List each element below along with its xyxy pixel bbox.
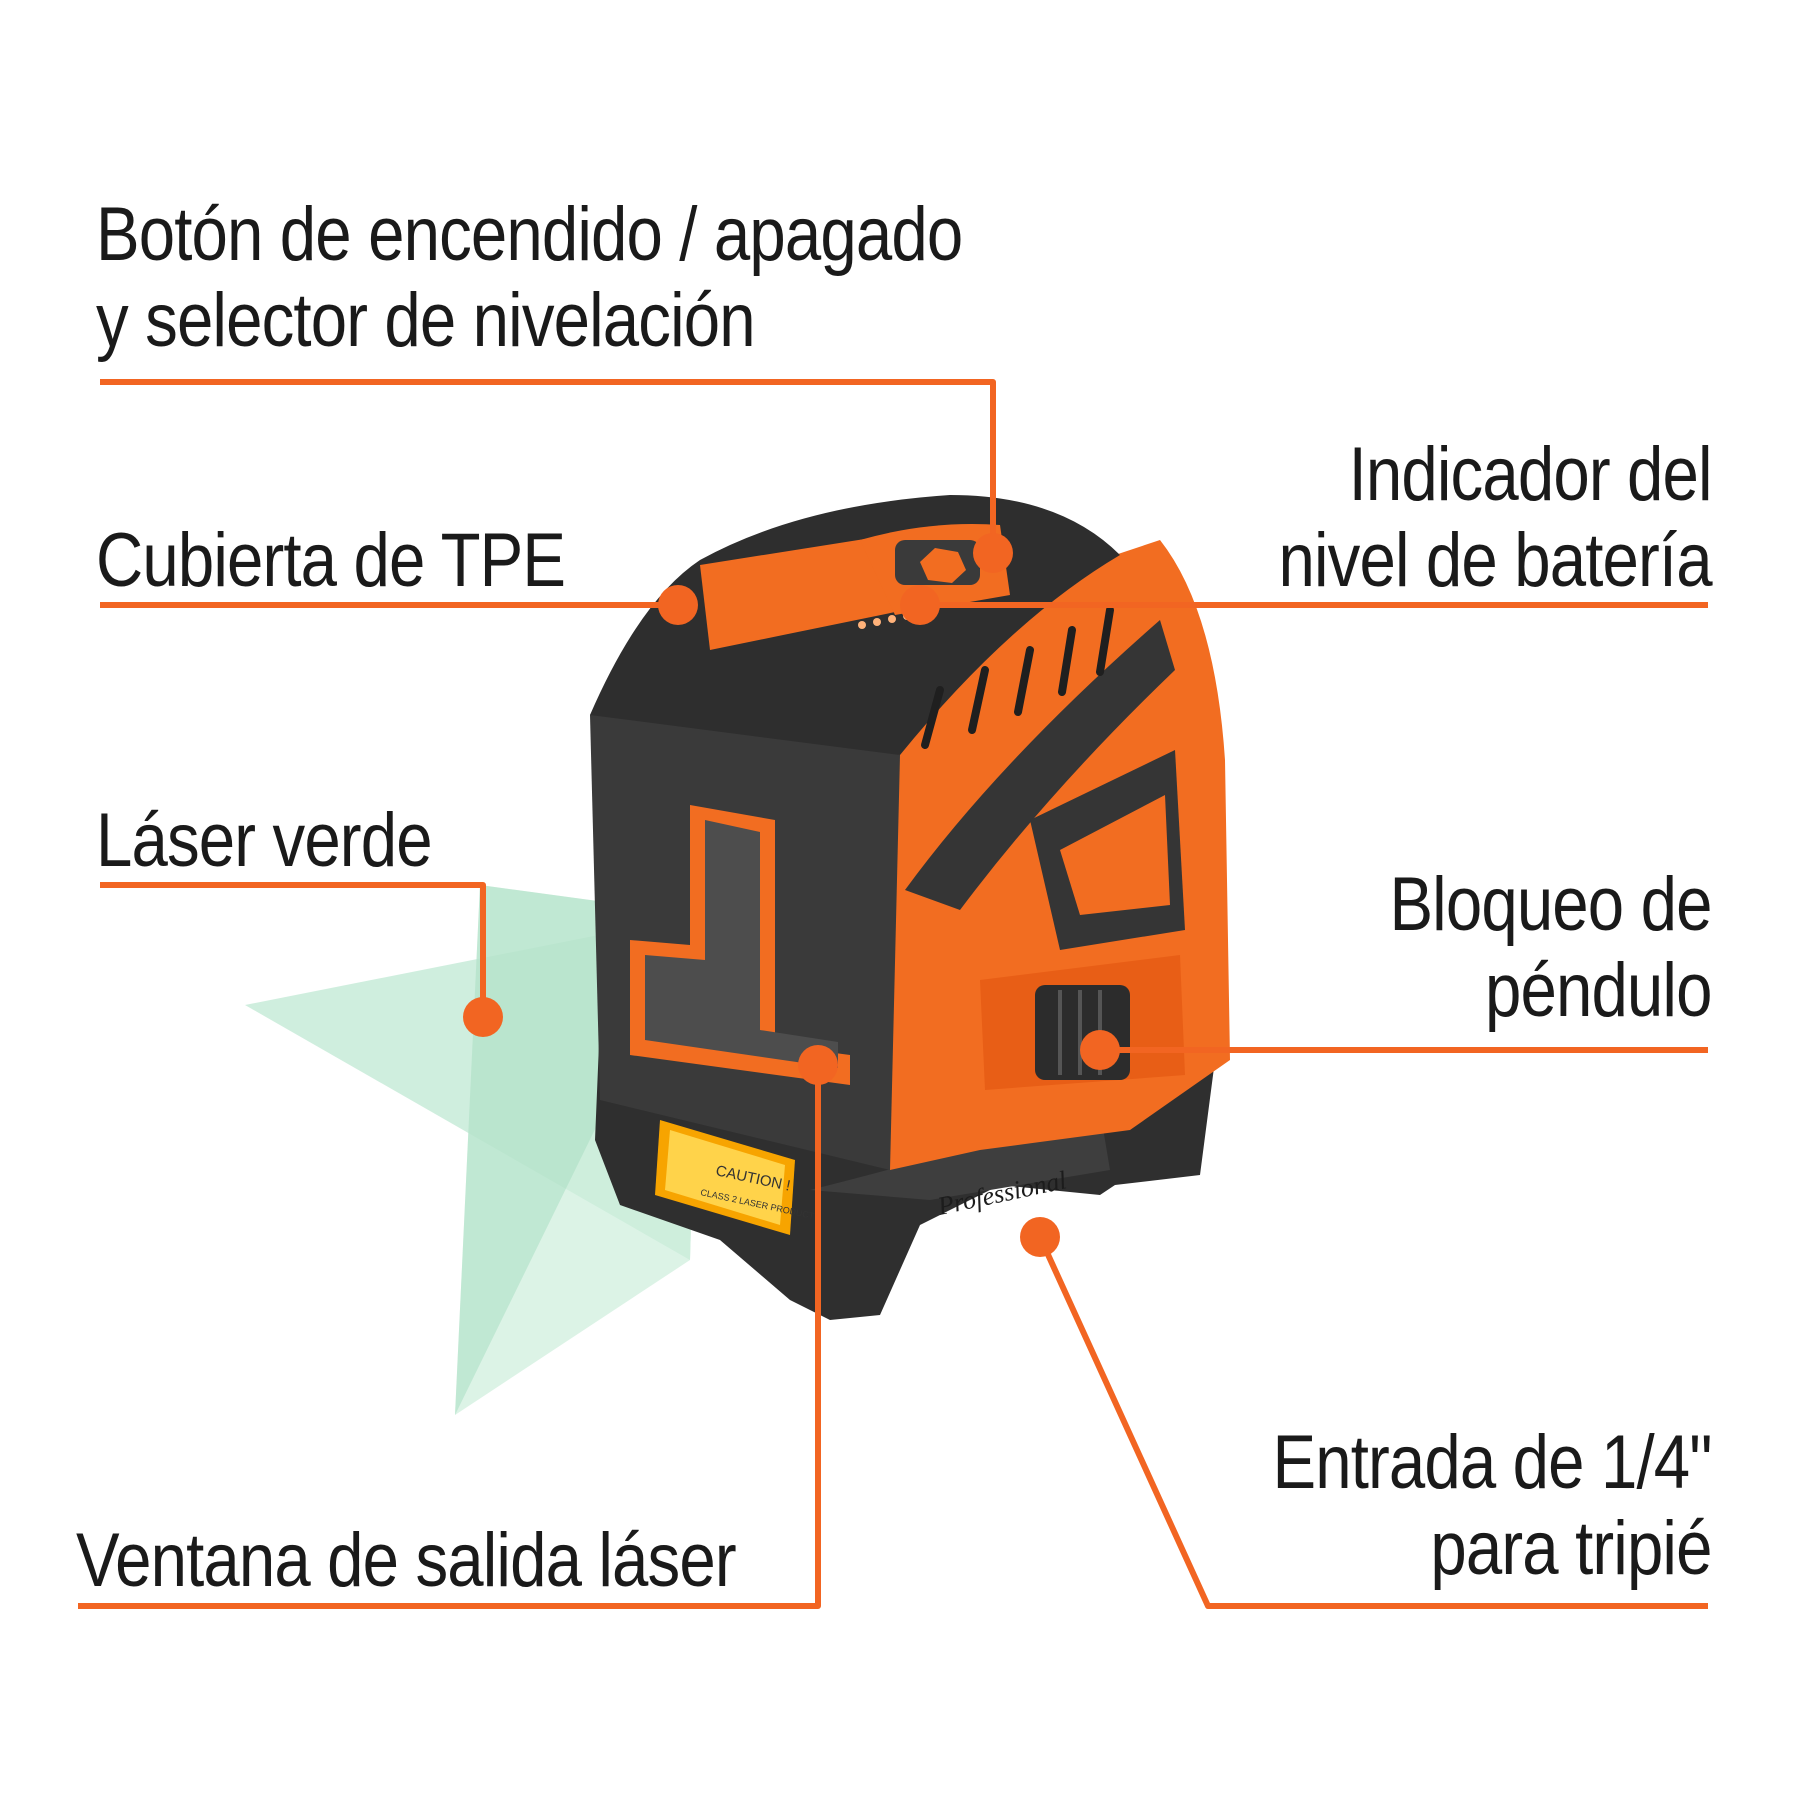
label-tpe-cover: Cubierta de TPE (96, 518, 566, 604)
line-power-button (100, 379, 996, 548)
pendulum-lock-switch (1035, 985, 1130, 1080)
line-green-laser (100, 882, 486, 1017)
label-green-laser-line1: Láser verde (96, 798, 433, 883)
callout-dots (463, 533, 1120, 1257)
dot-tripod-mount (1020, 1217, 1060, 1257)
line-tripod-mount (1037, 1235, 1708, 1609)
label-power-button-line1: Botón de encendido / apagado (96, 192, 963, 277)
dot-power-button (973, 533, 1013, 573)
label-tripod-line1: Entrada de 1/4" (1272, 1420, 1713, 1505)
label-pendulum-lock: Bloqueo de péndulo (1389, 862, 1713, 1034)
dot-laser-window (798, 1045, 838, 1085)
label-pendulum-line2: péndulo (1485, 948, 1712, 1033)
label-laser-window-line1: Ventana de salida láser (76, 1518, 737, 1603)
label-green-laser: Láser verde (96, 798, 433, 884)
label-tpe-line1: Cubierta de TPE (96, 518, 566, 603)
label-battery-line2: nivel de batería (1278, 518, 1713, 603)
label-laser-window: Ventana de salida láser (76, 1518, 737, 1604)
label-tripod-mount: Entrada de 1/4" para tripié (1272, 1420, 1713, 1592)
dot-battery-indicator (900, 585, 940, 625)
line-laser-window (78, 1070, 821, 1609)
dot-green-laser (463, 997, 503, 1037)
label-battery-line1: Indicador del (1348, 432, 1713, 517)
dot-tpe-cover (658, 585, 698, 625)
label-pendulum-line1: Bloqueo de (1389, 862, 1713, 947)
label-tripod-line2: para tripié (1430, 1506, 1713, 1591)
callout-lines (78, 379, 1708, 1609)
label-power-button: Botón de encendido / apagado y selector … (96, 192, 963, 364)
label-power-button-line2: y selector de nivelación (96, 278, 756, 363)
dot-pendulum-lock (1080, 1030, 1120, 1070)
label-battery-indicator: Indicador del nivel de batería (1278, 432, 1713, 604)
